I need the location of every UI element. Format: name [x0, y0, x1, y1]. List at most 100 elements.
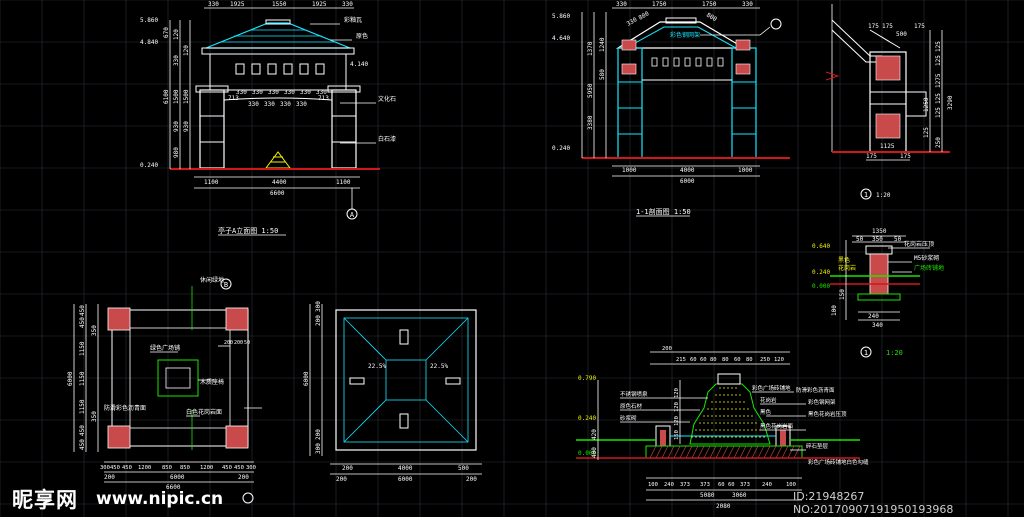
- callout: 砂浆砌: [620, 414, 637, 422]
- slab-hatch-line: [727, 445, 735, 459]
- top-dim: 1350: [872, 228, 887, 235]
- elevation-mark: 4.640: [552, 35, 570, 42]
- bottom-dim: 175: [866, 153, 877, 160]
- beam-dim: 330: [284, 89, 295, 96]
- slab-hatch-line: [763, 445, 771, 459]
- right-dim: 3290: [947, 95, 954, 110]
- callout: 不锈钢喷泉: [620, 390, 648, 398]
- left-dim: 330: [173, 55, 180, 66]
- beam-dim: 330: [268, 89, 279, 96]
- left-dim: 930: [173, 121, 180, 132]
- left-dim: 450: [79, 305, 86, 316]
- slab-hatch-line: [655, 445, 663, 459]
- pavilion-plan: [73, 278, 262, 504]
- note: 彩色钢网架: [808, 398, 836, 406]
- left-dim: 980: [173, 147, 180, 158]
- total-dim: 2080: [716, 503, 731, 510]
- roof-plan: [309, 304, 482, 475]
- bottom-dim: 240: [868, 313, 879, 320]
- frieze-window: [315, 63, 325, 75]
- top-dim: 215: [676, 357, 686, 363]
- section-window: [695, 57, 702, 67]
- left-dim: 300: [315, 443, 322, 454]
- roof-top: [385, 359, 427, 401]
- center-pool-inner: [165, 367, 191, 389]
- detail-bubble: [860, 188, 872, 200]
- callout: 碎石垫层: [806, 442, 829, 450]
- detail-label: 1: [864, 349, 868, 357]
- left-dim: 670: [163, 27, 170, 38]
- slab-hatch-line: [679, 445, 687, 459]
- column-hatch: [107, 307, 131, 331]
- bottom-dim: 340: [872, 322, 883, 329]
- bottom-dim: 1100: [204, 179, 219, 186]
- plan-inner: [129, 327, 231, 429]
- frieze-window: [235, 63, 245, 75]
- fountain-top: [717, 373, 741, 385]
- slab-hatch-line: [751, 445, 759, 459]
- column-hatch: [225, 307, 249, 331]
- bottom-dim: 240: [664, 482, 674, 488]
- callout: M5砂浆砌: [914, 254, 939, 262]
- top-dim: 330: [616, 1, 627, 8]
- left-dim: 200: [315, 315, 322, 326]
- beam-dim: 330: [300, 89, 311, 96]
- top-dim: 330: [208, 1, 219, 8]
- diag-dim: 800: [638, 10, 651, 22]
- elevation-mark: 0.790: [578, 375, 596, 382]
- bottom-dim: 450: [122, 465, 132, 471]
- fountain-hatch: [691, 387, 767, 438]
- bottom-dim: 6000: [398, 476, 413, 483]
- bottom-dim: 450: [110, 465, 120, 471]
- hip-line: [343, 317, 387, 361]
- slab-hatch-line: [757, 445, 765, 459]
- bottom-dim: 450: [234, 465, 244, 471]
- left-dim: 400: [591, 447, 598, 458]
- section-windows: [651, 57, 724, 67]
- detail-1: [825, 4, 950, 200]
- left-dim: 450: [79, 439, 86, 450]
- detail-hatch: [875, 55, 901, 81]
- axis-bubble: [346, 208, 358, 220]
- column-hatch: [107, 425, 131, 449]
- section-title: 1-1剖面图 1:50: [636, 207, 691, 216]
- roof-outline: [335, 309, 477, 451]
- top-dim: 175: [882, 23, 893, 30]
- column-dim: 200: [224, 340, 233, 346]
- slab-hatch-line: [685, 445, 693, 459]
- callout: 彩色钢网架: [670, 31, 700, 39]
- elevation-mark: 5.860: [552, 13, 570, 20]
- column-dim: 200: [234, 340, 243, 346]
- slab-hatch-line: [691, 445, 699, 459]
- beam-dim: 330: [316, 89, 327, 96]
- top-dim: 60: [700, 357, 707, 363]
- top-dim: 200: [662, 346, 672, 352]
- roof-outline-inner: [343, 317, 469, 443]
- section-roof: [615, 21, 747, 49]
- detail-scale: 1:20: [876, 192, 891, 199]
- slab-hatch-line: [775, 445, 783, 459]
- note: 黑色花岗岩压顶: [808, 410, 847, 418]
- bottom-dim: 300: [100, 465, 110, 471]
- bottom-dim: 200: [238, 474, 249, 481]
- bottom-dim: 200: [466, 476, 477, 483]
- right-dim: 125: [935, 41, 942, 52]
- bottom-dim: 200: [104, 474, 115, 481]
- hip-line: [425, 317, 469, 361]
- top-dim: 1550: [272, 1, 287, 8]
- top-dim: 60: [734, 357, 741, 363]
- slab-hatch-line: [721, 445, 729, 459]
- leader-line: [700, 26, 771, 36]
- bottom-dim: 1000: [738, 167, 753, 174]
- detail-2: [830, 235, 930, 358]
- top-dim: 250: [760, 357, 770, 363]
- slab-hatch-line: [745, 445, 753, 459]
- detail-ledge: [905, 91, 927, 117]
- hip-line: [425, 399, 469, 443]
- section-window: [706, 57, 713, 67]
- beam-dim: 330: [236, 89, 247, 96]
- note: 防滑彩色沥青面: [796, 386, 835, 394]
- inner-dim: 120: [674, 416, 680, 426]
